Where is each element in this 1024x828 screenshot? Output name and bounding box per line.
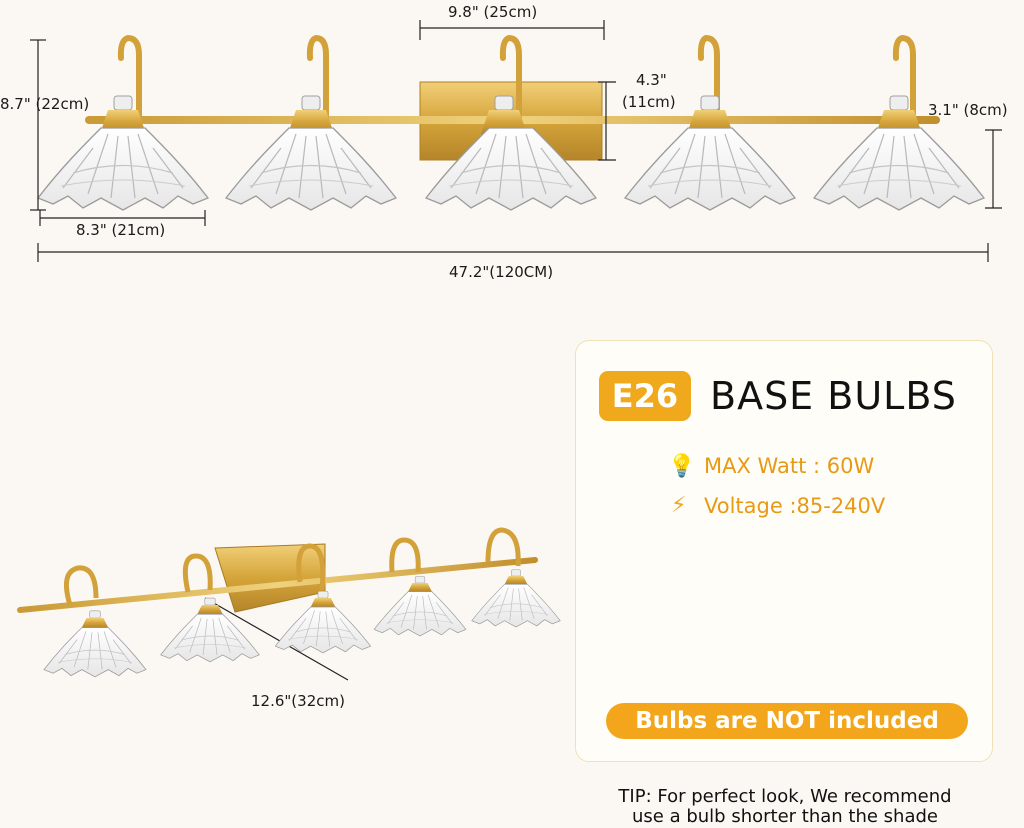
front-light-4 <box>624 34 796 211</box>
voltage-text: Voltage :85-240V <box>704 494 886 518</box>
lightning-icon: ⚡ <box>671 493 687 518</box>
front-light-3 <box>425 34 597 211</box>
tip-line-1: TIP: For perfect look, We recommend <box>618 786 952 807</box>
bulb-info-panel: E26 BASE BULBS 💡 MAX Watt : 60W ⚡ Voltag… <box>575 340 993 762</box>
total-width-label: 47.2"(120CM) <box>449 263 554 281</box>
tip-line-2: use a bulb shorter than the shade <box>632 806 938 827</box>
total-height-label: 8.7" (22cm) <box>0 95 90 113</box>
bulb-icon: 💡 <box>668 454 696 479</box>
max-watt-text: MAX Watt : 60W <box>704 454 875 478</box>
extension-label: 12.6"(32cm) <box>251 692 345 710</box>
base-badge: E26 <box>599 371 691 421</box>
backplate-height-label: 4.3" <box>636 71 667 89</box>
front-light-1 <box>37 34 209 211</box>
front-light-2 <box>225 34 397 211</box>
front-light-5 <box>813 34 985 211</box>
angled-fixture <box>17 527 561 678</box>
arm-width-label: 9.8" (25cm) <box>448 3 538 21</box>
backplate-height-cm-label: (11cm) <box>622 93 676 111</box>
base-title: BASE BULBS <box>710 374 957 418</box>
not-included-banner: Bulbs are NOT included <box>606 703 968 739</box>
shade-width-label: 8.3" (21cm) <box>76 221 166 239</box>
dimension-lines <box>30 20 1002 681</box>
shade-height-label: 3.1" (8cm) <box>928 101 1008 119</box>
